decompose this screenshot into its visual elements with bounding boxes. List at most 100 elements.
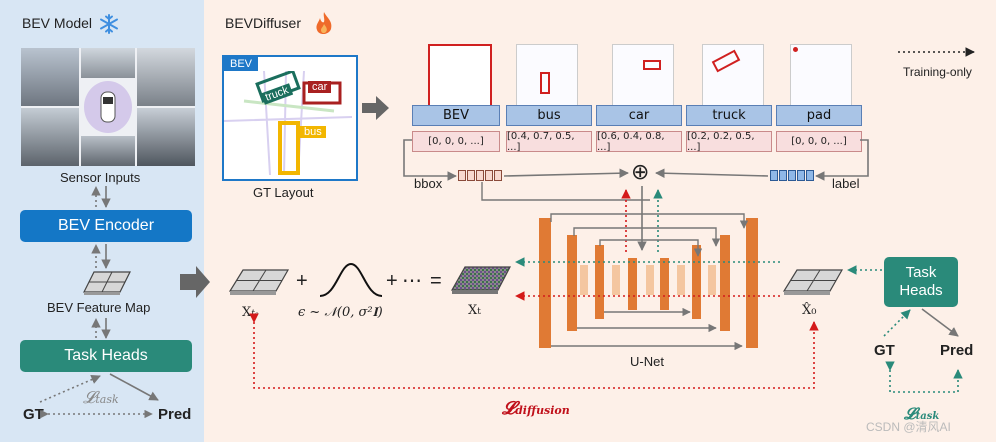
unet-block-5 — [660, 258, 669, 310]
watermark: CSDN @清风AI — [866, 420, 951, 434]
label-embed-cell — [788, 170, 796, 181]
gt-label-left: GT — [23, 406, 44, 423]
token-value-bus: [0.4, 0.7, 0.5, ...] — [506, 131, 592, 153]
label-loop-line — [815, 139, 869, 181]
token-value-bev: [0, 0, 0, ...] — [412, 131, 500, 152]
bevdiffuser-title: BEVDiffuser — [225, 15, 301, 31]
flame-icon — [316, 12, 332, 35]
loss-diffusion-loop — [249, 313, 819, 389]
bev-model-title: BEV Model — [22, 15, 93, 31]
pred-label-right: Pred — [940, 342, 974, 359]
lidar-ego-car — [84, 81, 132, 133]
arrow-gt-to-heads-dotted — [39, 375, 101, 403]
unet-skip-3 — [599, 239, 703, 257]
unet-block-7 — [720, 235, 730, 331]
unet-skip-1 — [550, 213, 749, 229]
token-label-truck: truck — [686, 105, 772, 126]
token-label-bev: BEV — [412, 105, 500, 126]
bbox-embedding — [458, 170, 502, 181]
loss-task-right: 𝓛task — [904, 404, 940, 423]
pad-dot — [793, 47, 798, 52]
bbox-skip-line — [481, 182, 650, 201]
bev-encoder-block: BEV Encoder — [20, 210, 192, 242]
token-thumb-car — [612, 44, 674, 106]
label-label: label — [832, 176, 860, 191]
unet-block-2 — [567, 235, 577, 331]
token-value-pad: [0, 0, 0, ...] — [776, 131, 862, 152]
bbox-embed-cell — [485, 170, 493, 181]
camera-image-rear-left — [21, 108, 79, 166]
token-label-car: car — [596, 105, 682, 126]
unet-block-bottleneck-b — [612, 265, 620, 295]
token-thumb-bus — [516, 44, 578, 106]
ellipsis: ⋯ — [402, 270, 422, 292]
snowflake-icon — [100, 14, 118, 34]
arrow-heads-to-pred — [109, 373, 159, 401]
unet-label: U-Net — [630, 354, 664, 369]
bus-box — [540, 72, 550, 94]
bbox-to-oplus — [503, 168, 629, 179]
loss-diffusion: 𝓛diffusion — [502, 398, 570, 419]
x-t-label: Xt — [468, 303, 481, 318]
training-only-label: Training-only — [903, 65, 972, 79]
gt-object-bus: bus — [300, 126, 326, 138]
unet-block-bottleneck-a — [580, 265, 588, 295]
pred-label-left: Pred — [158, 406, 192, 423]
camera-image-front-left — [21, 48, 79, 106]
plus-symbol-2: + — [386, 270, 398, 292]
label-embed-cell — [797, 170, 805, 181]
loss-task-right-loop — [885, 361, 963, 393]
label-to-oplus — [655, 168, 769, 179]
gt-label-right: GT — [874, 342, 895, 359]
label-embed-cell — [779, 170, 787, 181]
panel-transfer-arrow — [180, 266, 210, 298]
gt-layout-tag: BEV — [224, 57, 258, 71]
unet-block-bottleneck-e — [708, 265, 716, 295]
task-heads-right: Task Heads — [884, 257, 958, 307]
bev-feature-map-left — [83, 271, 131, 295]
sensor-collage — [21, 48, 195, 166]
unet-block-6 — [692, 245, 701, 319]
label-embedding — [770, 170, 814, 181]
layout-to-tokens-arrow — [362, 96, 389, 120]
oplus-symbol: ⊕ — [631, 160, 650, 185]
unet-block-4 — [628, 258, 637, 310]
bbox-embed-cell — [458, 170, 466, 181]
task-heads-left: Task Heads — [20, 340, 192, 372]
unet-block-bottleneck-c — [646, 265, 654, 295]
noisy-feature-map-xt — [450, 266, 511, 294]
camera-image-rear — [81, 136, 135, 166]
token-label-pad: pad — [776, 105, 862, 126]
bbox-loop-line — [403, 139, 457, 181]
heads-to-pred-right — [921, 308, 959, 337]
loss-task-left: 𝓛task — [83, 388, 119, 408]
bbox-embed-cell — [476, 170, 484, 181]
token-value-car: [0.6, 0.4, 0.8, ...] — [596, 131, 682, 153]
token-thumb-pad — [790, 44, 852, 106]
equals-symbol: = — [430, 270, 442, 292]
gt-layout-caption: GT Layout — [253, 185, 314, 200]
unet-block-3 — [595, 245, 604, 319]
token-label-bus: bus — [506, 105, 592, 126]
camera-image-rear-right — [137, 108, 195, 166]
bev-feature-map-xt0 — [228, 269, 290, 295]
label-embed-cell — [770, 170, 778, 181]
gt-to-heads-right-dotted — [883, 309, 911, 337]
bev-feature-map-label: BEV Feature Map — [47, 300, 151, 315]
car-box — [643, 60, 661, 70]
bbox-embed-cell — [467, 170, 475, 181]
gaussian-curve — [319, 262, 383, 297]
bbox-embed-cell — [494, 170, 502, 181]
sensor-inputs-label: Sensor Inputs — [60, 170, 141, 185]
unet-block-bottleneck-d — [677, 265, 685, 295]
plus-symbol-1: + — [296, 270, 308, 292]
token-value-truck: [0.2, 0.2, 0.5, ...] — [686, 131, 772, 153]
bbox-label: bbox — [414, 176, 443, 191]
gt-object-car: car — [308, 81, 332, 93]
label-embed-cell — [806, 170, 814, 181]
bev-feature-map-x0-hat — [782, 269, 844, 295]
unet-skip-2 — [573, 227, 721, 247]
camera-image-front-right — [137, 48, 195, 106]
